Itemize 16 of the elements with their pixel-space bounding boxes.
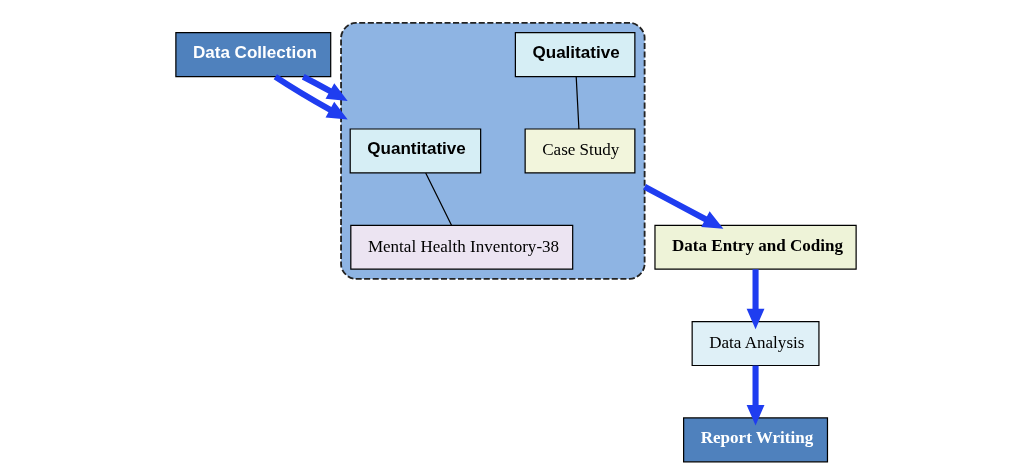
cluster — [340, 22, 646, 280]
connector — [425, 172, 453, 226]
node-box: Data Collection — [175, 32, 332, 78]
connector — [575, 76, 580, 130]
node-box: Qualitative — [514, 32, 636, 78]
arrow — [746, 269, 765, 330]
node-box: Mental Health Inventory-38 — [350, 224, 574, 270]
node-box: Data Entry and Coding — [654, 224, 857, 270]
node-box: Case Study — [524, 128, 636, 174]
arrow — [301, 74, 348, 101]
node-box: Quantitative — [349, 128, 482, 174]
node-box: Report Writing — [683, 417, 829, 463]
arrow — [746, 365, 765, 426]
arrow — [273, 74, 348, 120]
node-box: Data Analysis — [691, 321, 820, 367]
arrow — [643, 184, 724, 229]
